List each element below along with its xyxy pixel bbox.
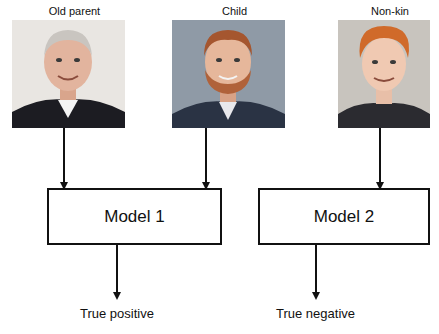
photo-node: Non-kin (338, 4, 439, 128)
photo-heading: Old parent (12, 4, 137, 18)
child-photo (172, 20, 285, 128)
output-arrow (315, 245, 317, 298)
model-box: Model 1 (47, 188, 222, 245)
connector-arrow (205, 128, 207, 188)
connector-arrow (63, 128, 65, 188)
photo-heading: Non-kin (338, 4, 439, 18)
photo-node: Old parent (12, 4, 137, 128)
photo-node: Child (172, 4, 297, 128)
non-kin-photo (338, 20, 430, 128)
result-label: True negative (276, 306, 355, 321)
output-arrow (116, 245, 118, 298)
model-box: Model 2 (258, 188, 430, 245)
connector-arrow (379, 128, 381, 188)
model-label: Model 1 (104, 207, 164, 227)
photo-heading: Child (172, 4, 297, 18)
old-parent-photo (12, 20, 125, 128)
model-label: Model 2 (314, 207, 374, 227)
result-label: True positive (80, 306, 154, 321)
